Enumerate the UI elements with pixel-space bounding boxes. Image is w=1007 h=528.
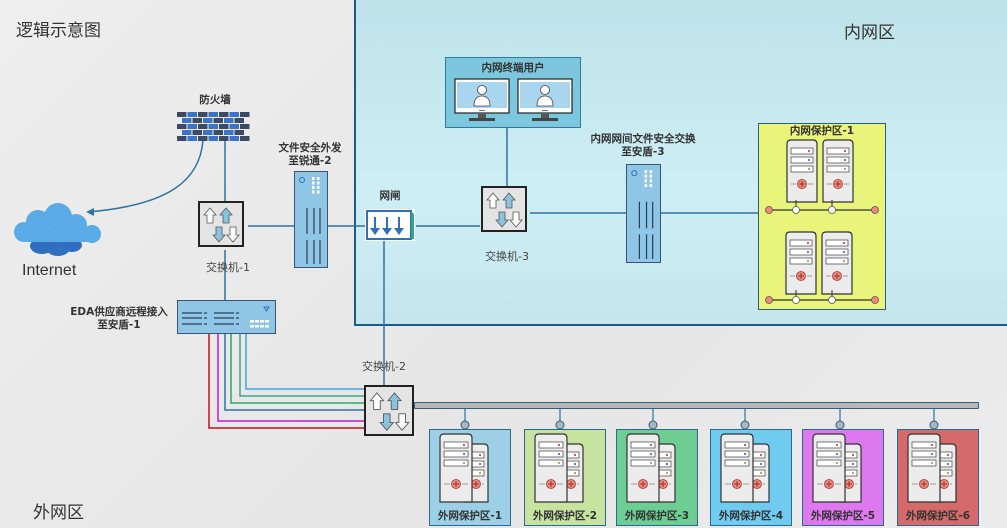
gateway-icon[interactable] [365, 209, 415, 241]
inner-users-label: 内网终端用户 [481, 62, 545, 74]
bus-connector-icon [460, 420, 470, 430]
switch-2-label: 交换机-2 [362, 360, 406, 373]
outer-zone-title: 外网区 [33, 503, 84, 523]
outer-protect-zone[interactable]: 外网保护区-5 [802, 429, 884, 526]
bus-connector-icon [740, 420, 750, 430]
outer-protect-zone-label: 外网保护区-3 [624, 510, 690, 522]
server-pair-icon [907, 433, 957, 503]
inner-exchange-device[interactable] [626, 164, 661, 263]
monitor-user-icon [454, 78, 510, 121]
file-out-label-line2: 至锐通-2 [288, 155, 332, 167]
switch-1-label: 交换机-1 [206, 261, 250, 274]
outer-protect-zone[interactable]: 外网保护区-2 [524, 429, 606, 526]
outer-protect-zone[interactable]: 外网保护区-1 [429, 429, 511, 526]
server-pair-icon [626, 433, 676, 503]
eda-label-line1: EDA供应商远程接入 [70, 306, 168, 318]
eda-device[interactable] [177, 300, 276, 334]
internet-label: Internet [22, 262, 77, 279]
switch-arrows-icon [369, 392, 410, 431]
monitor-user-icon [517, 78, 573, 121]
inner-users-group[interactable]: 内网终端用户 [445, 57, 581, 128]
switch-3[interactable] [481, 186, 527, 232]
bus-connector-icon [835, 420, 845, 430]
switch-arrows-icon [203, 207, 240, 243]
eda-label: EDA供应商远程接入 至安盾-1 [64, 306, 174, 332]
bus-connector-icon [648, 420, 658, 430]
rack-device-icon [631, 170, 654, 259]
server-pair-icon [439, 433, 489, 503]
switch-arrows-icon [486, 192, 523, 228]
rack-device-icon [182, 306, 270, 328]
firewall-label: 防火墙 [199, 94, 231, 106]
inner-exchange-label-line1: 内网网间文件安全交换 [590, 133, 696, 145]
eda-label-line2: 至安盾-1 [97, 319, 141, 331]
cloud-icon [14, 203, 101, 256]
outer-protect-zone[interactable]: 外网保护区-3 [616, 429, 698, 526]
server-pair-icon [534, 433, 584, 503]
link-eda-red [208, 334, 364, 429]
outer-protect-zone-label: 外网保护区-4 [718, 510, 784, 522]
link-eda-teal [239, 334, 364, 397]
network-bus [414, 402, 979, 409]
inner-zone-title: 内网区 [844, 23, 895, 43]
inner-exchange-label: 内网网间文件安全交换 至安盾-3 [588, 133, 698, 159]
switch-2[interactable] [364, 385, 414, 436]
inner-protect-zone-1[interactable]: 内网保护区-1 [758, 123, 886, 310]
outer-protect-zone[interactable]: 外网保护区-6 [897, 429, 979, 526]
rack-device-icon [299, 177, 321, 264]
switch-3-label: 交换机-3 [485, 250, 529, 263]
server-pair-icon [812, 433, 862, 503]
inner-zone [354, 0, 1007, 326]
inner-protect-label: 内网保护区-1 [789, 125, 855, 137]
switch-1[interactable] [198, 201, 244, 247]
diagram-title: 逻辑示意图 [16, 21, 101, 41]
inner-exchange-label-line2: 至安盾-3 [621, 146, 665, 158]
outer-protect-zone-label: 外网保护区-1 [437, 510, 503, 522]
link-firewall-internet [87, 139, 204, 213]
link-eda-magenta [217, 334, 364, 422]
gateway-label: 网闸 [379, 190, 401, 202]
server-cluster-icon [765, 139, 879, 304]
outer-protect-zone-label: 外网保护区-5 [810, 510, 876, 522]
bus-connector-icon [929, 420, 939, 430]
link-eda-green [230, 334, 364, 404]
server-pair-icon [720, 433, 770, 503]
link-eda-blue [224, 334, 364, 411]
outer-protect-zone-label: 外网保护区-2 [532, 510, 598, 522]
bus-connector-icon [555, 420, 565, 430]
firewall-icon[interactable] [177, 112, 251, 141]
file-out-label: 文件安全外发 至锐通-2 [270, 142, 350, 168]
link-eda-cyan [245, 334, 364, 390]
arrow-to-internet [86, 208, 94, 216]
file-out-label-line1: 文件安全外发 [278, 142, 342, 154]
outer-protect-zone-label: 外网保护区-6 [905, 510, 971, 522]
outer-protect-zone[interactable]: 外网保护区-4 [710, 429, 792, 526]
file-out-device[interactable] [294, 171, 328, 268]
